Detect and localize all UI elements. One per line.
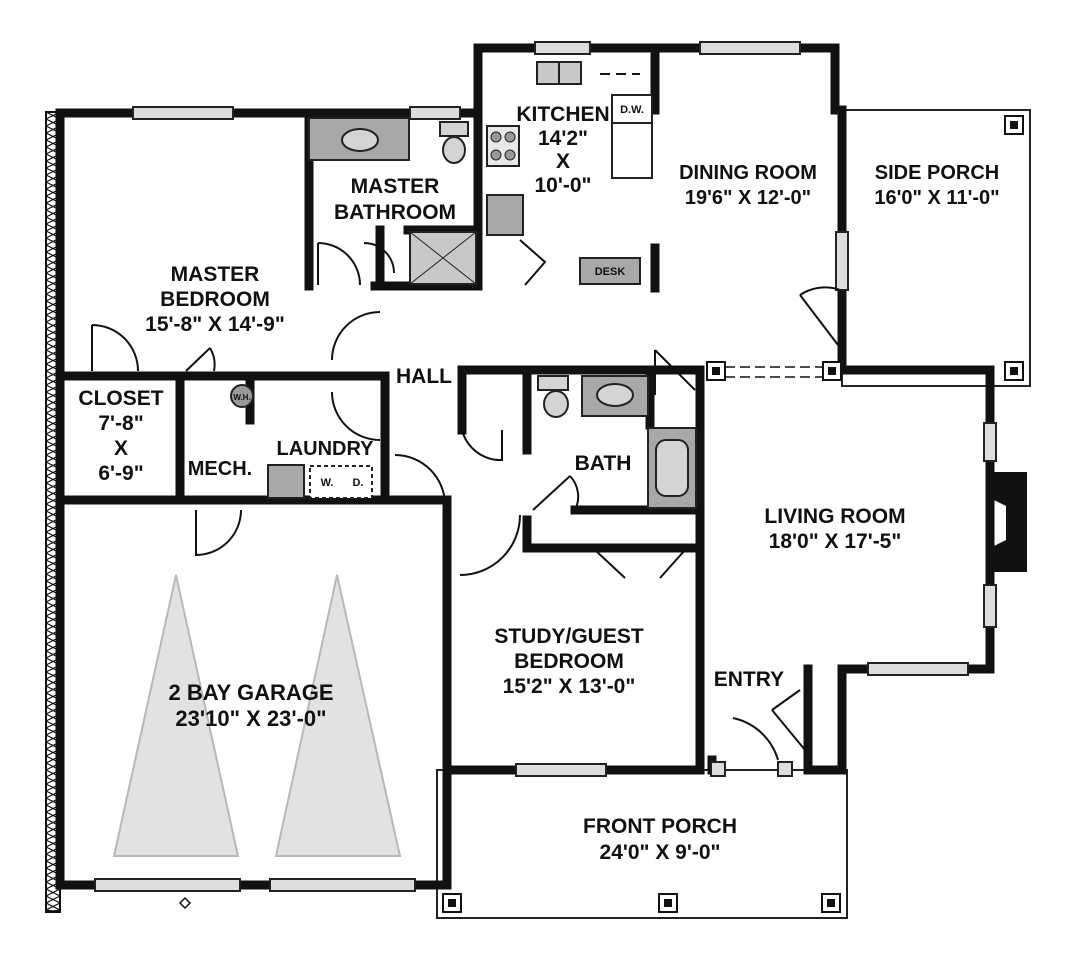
laundry-name: LAUNDRY bbox=[276, 438, 374, 460]
interior-walls bbox=[55, 43, 705, 775]
closet-x: X bbox=[114, 437, 128, 460]
dryer-label: D. bbox=[353, 477, 364, 489]
closet-name: CLOSET bbox=[78, 387, 163, 410]
porch-posts bbox=[442, 115, 1024, 913]
living-dim: 18'0" X 17'-5" bbox=[769, 530, 902, 553]
front-porch-name: FRONT PORCH bbox=[583, 815, 737, 838]
master-bed-dim: 15'-8" X 14'-9" bbox=[145, 313, 285, 336]
front-porch-dim: 24'0" X 9'-0" bbox=[600, 841, 721, 864]
side-porch-deck bbox=[841, 109, 1031, 387]
side-porch-name: SIDE PORCH bbox=[875, 162, 999, 184]
side-porch-dim: 16'0" X 11'-0" bbox=[874, 187, 999, 209]
fixtures bbox=[230, 61, 697, 509]
door-swings bbox=[91, 239, 841, 761]
garage-beam-left bbox=[112, 574, 240, 857]
master-bath-line2: BATHROOM bbox=[334, 201, 456, 224]
washer-label: W. bbox=[321, 477, 334, 489]
hall-name: HALL bbox=[396, 365, 452, 388]
fireplace bbox=[990, 472, 1027, 572]
master-bed-line1: MASTER bbox=[171, 263, 260, 286]
master-bed-line2: BEDROOM bbox=[160, 288, 270, 311]
dining-name: DINING ROOM bbox=[679, 162, 817, 184]
windows bbox=[94, 41, 997, 892]
study-line1: STUDY/GUEST bbox=[494, 625, 644, 648]
kitchen-x: X bbox=[556, 150, 570, 173]
kitchen-name: KITCHEN bbox=[516, 103, 609, 126]
fixture-labels: D.W. DESK W.H. W. D. bbox=[233, 104, 644, 489]
closet-dim1: 7'-8" bbox=[98, 412, 143, 435]
living-name: LIVING ROOM bbox=[764, 505, 905, 528]
kitchen-dim2: 10'-0" bbox=[535, 174, 592, 197]
garage-name: 2 BAY GARAGE bbox=[168, 680, 333, 705]
mech-name: MECH. bbox=[188, 458, 252, 480]
garage-dim: 23'10" X 23'-0" bbox=[175, 706, 326, 731]
study-line2: BEDROOM bbox=[514, 650, 624, 673]
entry-name: ENTRY bbox=[714, 668, 784, 691]
closet-dim2: 6'-9" bbox=[98, 462, 143, 485]
master-bath-line1: MASTER bbox=[351, 175, 440, 198]
dishwasher-label: D.W. bbox=[620, 104, 644, 116]
kitchen-dim1: 14'2" bbox=[538, 127, 588, 150]
front-porch-deck bbox=[436, 769, 848, 919]
garage-beam-right bbox=[274, 574, 402, 857]
dining-dim: 19'6" X 12'-0" bbox=[685, 187, 811, 209]
bath-name: BATH bbox=[575, 452, 632, 475]
diamond-marker-icon bbox=[178, 896, 192, 910]
water-heater-label: W.H. bbox=[233, 393, 250, 402]
room-labels: KITCHEN 14'2" X 10'-0" DINING ROOM 19'6"… bbox=[78, 103, 999, 864]
desk-label: DESK bbox=[595, 266, 626, 278]
study-dim: 15'2" X 13'-0" bbox=[503, 675, 636, 698]
